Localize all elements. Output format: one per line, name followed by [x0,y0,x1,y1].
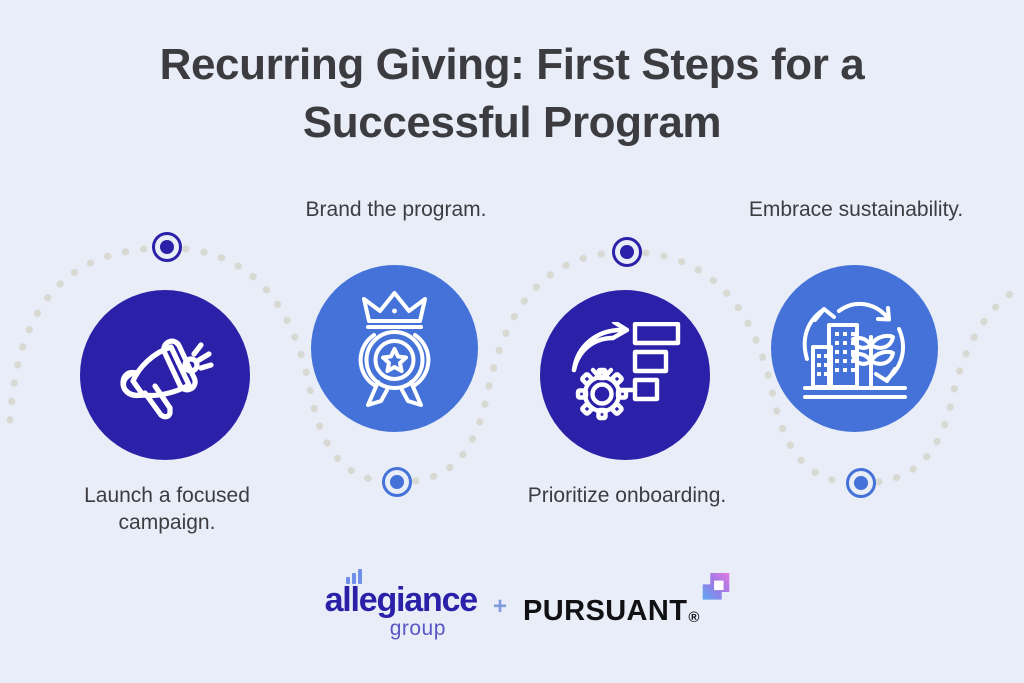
award-medal-crown-icon [358,290,431,407]
megaphone-icon [120,338,214,420]
allegiance-word: allegiance [324,581,479,619]
page-title: Recurring Giving: First Steps for a Succ… [159,40,865,147]
allegiance-group-logo[interactable]: allegiance group [324,569,479,640]
logo-separator-plus: + [493,593,508,620]
pursuant-wordmark: PURSUANT [523,594,688,627]
step-3-caption: Prioritize onboarding. [527,484,727,507]
step-3-marker-ring [612,237,642,267]
sustainable-building-plant-recycle-icon [802,301,907,399]
pursuant-plus-mark-icon [703,572,730,600]
step-3-marker[interactable] [612,237,642,267]
step-1-caption: Launch a focused campaign. [84,484,250,534]
step-1-marker-ring [152,232,182,262]
step-4-marker-core [854,476,868,490]
allegiance-wordmark: allegiance [324,569,479,619]
step-2-icon-circle[interactable] [311,265,478,432]
step-1-icon-circle[interactable] [80,290,250,460]
footer-logos: allegiance group + PURSUANT ® [0,569,1024,640]
step-2-marker-core [390,475,404,489]
step-1-marker-core [160,240,174,254]
pursuant-trademark: ® [688,608,700,626]
pursuant-logo[interactable]: PURSUANT ® [523,572,730,628]
step-4-marker[interactable] [846,468,876,498]
step-2-caption: Brand the program. [305,198,487,221]
step-2-marker-ring [382,467,412,497]
step-4-marker-ring [846,468,876,498]
step-2-marker[interactable] [382,467,412,497]
step-1-marker[interactable] [152,232,182,262]
gear-workflow-arrow-icon [571,322,681,421]
step-3-icon-circle[interactable] [540,290,710,460]
step-3-marker-core [620,245,634,259]
bar-chart-icon [345,569,362,584]
step-4-caption: Embrace sustainability. [748,198,964,221]
step-4-icon-circle[interactable] [771,265,938,432]
allegiance-subword: group [389,617,446,640]
